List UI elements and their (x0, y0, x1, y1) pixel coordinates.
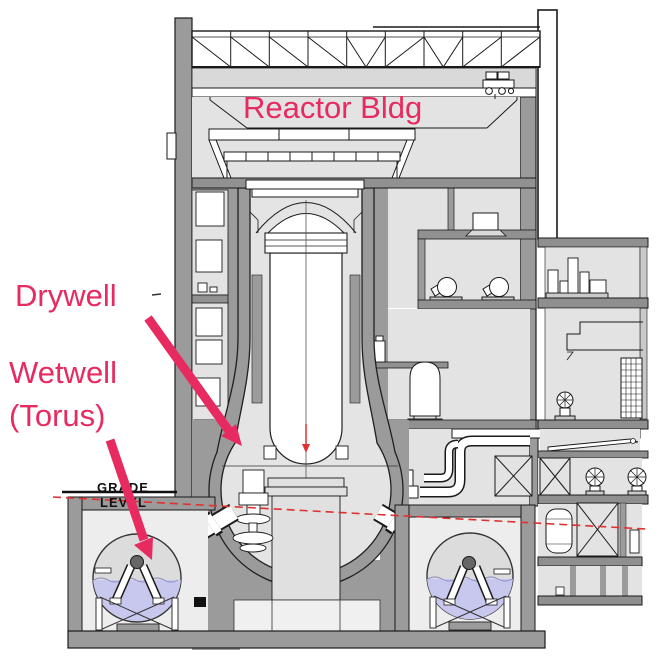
torus-saddle (429, 595, 511, 631)
roof-truss (191, 30, 541, 68)
adjacent-building (537, 237, 649, 606)
x-braced-support (539, 457, 571, 496)
shelf-equipment (545, 257, 609, 299)
torus-right (426, 532, 514, 631)
overhead-crane-trolley (482, 71, 515, 99)
reactor-pressure-vessel (263, 200, 349, 630)
heat-exchanger-grid (620, 357, 643, 419)
grade-label-2: LEVEL (100, 495, 147, 510)
crd-assembly (232, 469, 274, 553)
drywell-label: Drywell (15, 278, 117, 313)
wetwell-label-line1: Wetwell (9, 355, 117, 390)
annotations: Reactor Bldg Drywell Wetwell (Torus) (9, 90, 422, 560)
drywell-arrow (144, 315, 242, 446)
torus-water (93, 580, 181, 622)
grade-level: GRADE LEVEL (52, 480, 647, 530)
elbow-ducts (420, 435, 530, 498)
rpv-bottom-marker-arrow (302, 424, 310, 453)
wetwell-label-line2: (Torus) (9, 398, 105, 433)
rpv-pedestal (264, 477, 348, 601)
valve-symbol (627, 467, 647, 496)
torus-water (427, 579, 513, 620)
foundation (67, 597, 546, 649)
exhaust-stack (537, 9, 558, 240)
x-braced-support (494, 455, 533, 497)
grade-dashed-line (52, 496, 647, 530)
vertical-tank (545, 508, 573, 554)
valve-symbol (585, 467, 605, 496)
torus-left (92, 533, 182, 633)
pump (429, 277, 463, 301)
downcomers (109, 555, 165, 605)
wetwell-arrow (105, 438, 153, 560)
drywell-tick (151, 293, 162, 296)
refueling-platform (208, 128, 416, 179)
operating-floor (191, 177, 537, 198)
x-braced-support (576, 502, 619, 557)
reactor-bldg-label: Reactor Bldg (243, 90, 422, 125)
dome-tank (407, 361, 443, 423)
lance (547, 438, 639, 452)
